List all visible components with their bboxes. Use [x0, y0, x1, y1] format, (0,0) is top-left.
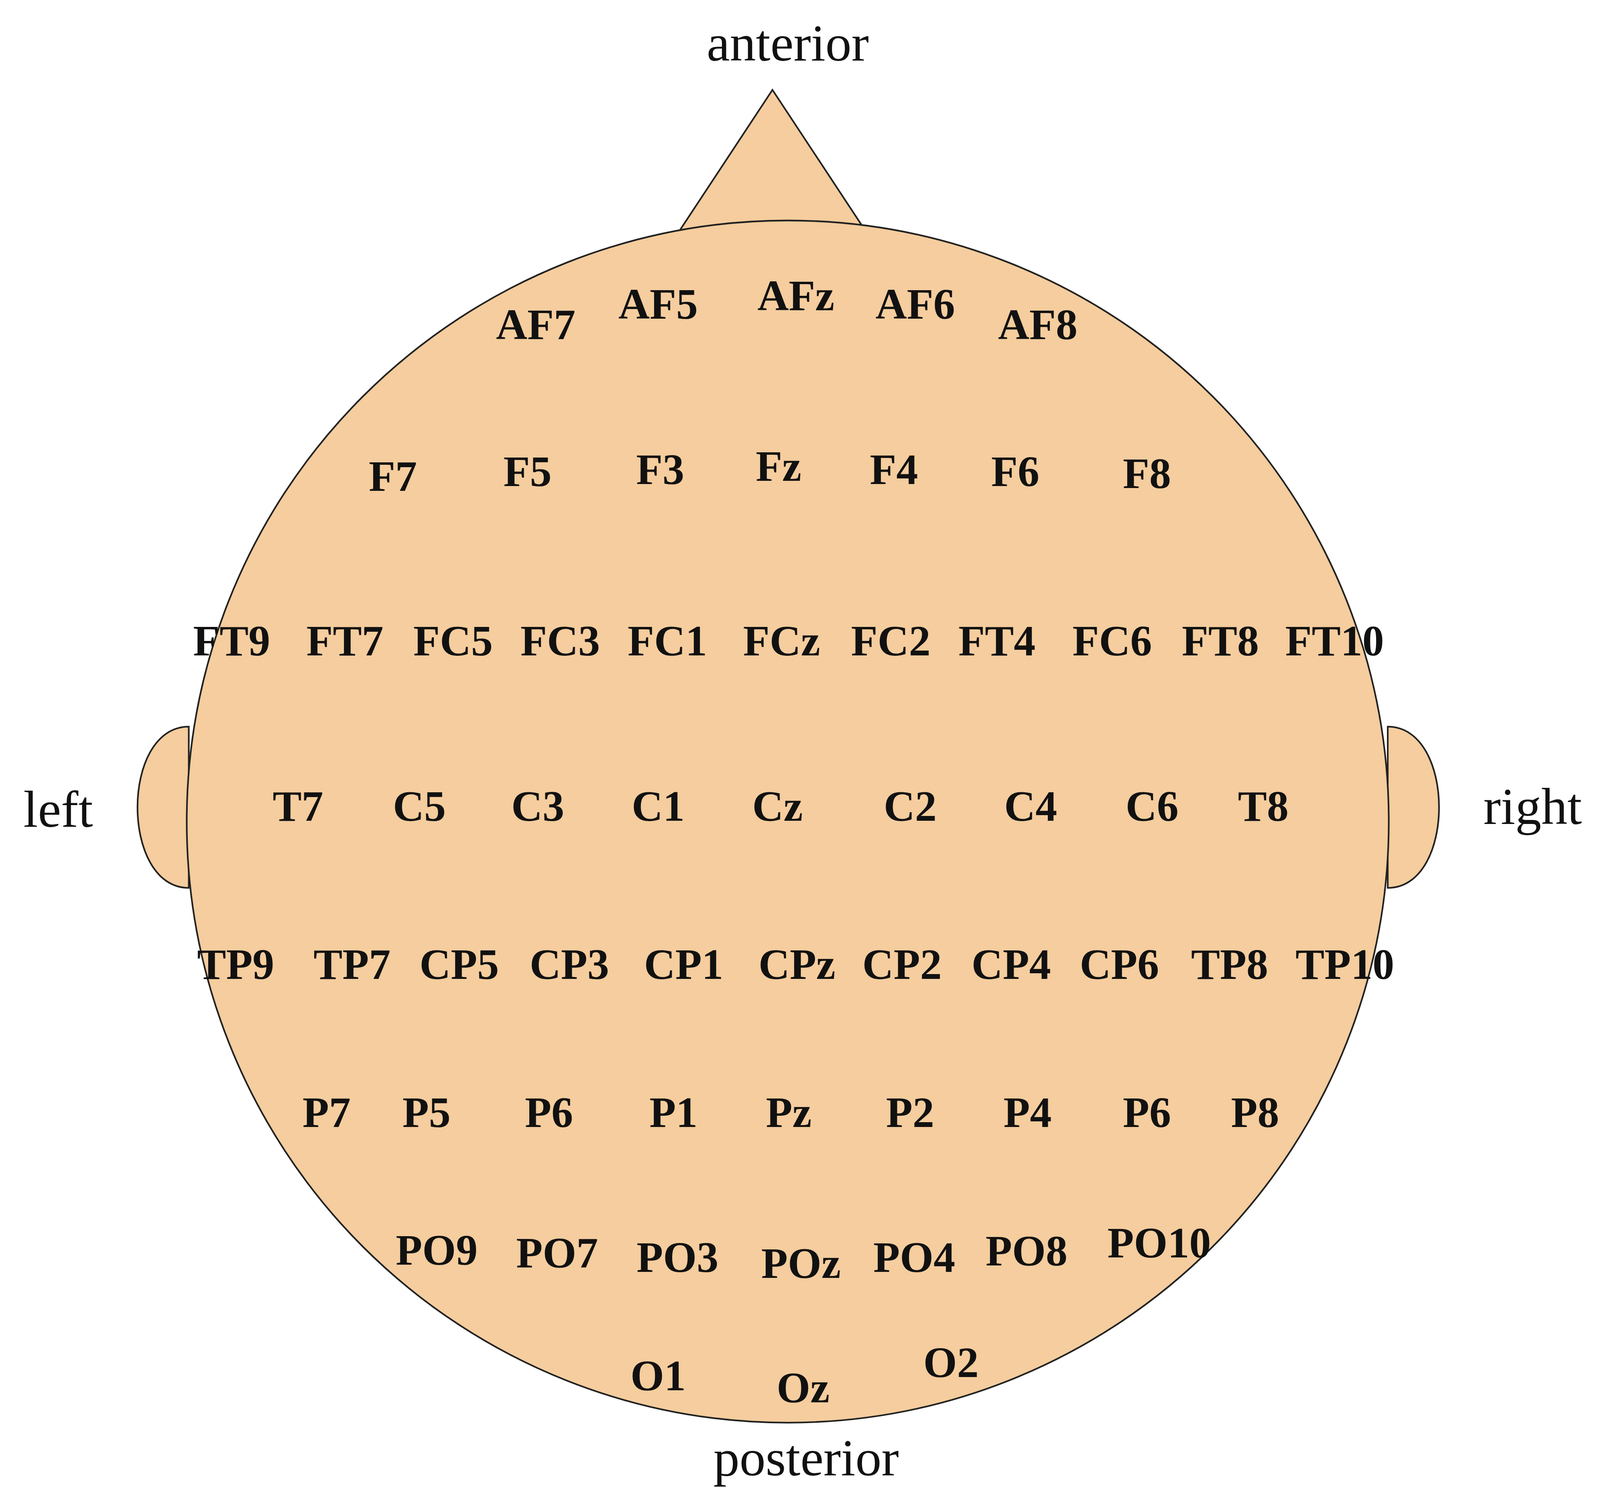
electrode-label: FCz	[743, 619, 821, 663]
electrode-label: FC3	[520, 619, 600, 663]
electrode-label: CP5	[419, 942, 499, 987]
electrode-label: T8	[1238, 784, 1289, 828]
electrode-label: P5	[402, 1090, 451, 1135]
electrode-label: P4	[1003, 1090, 1052, 1135]
direction-label: posterior	[713, 1431, 899, 1484]
electrode-label: FT8	[1181, 619, 1259, 663]
electrode-label: FT4	[958, 619, 1036, 663]
electrode-label: P8	[1231, 1090, 1280, 1135]
electrode-label: PO9	[395, 1228, 478, 1272]
electrode-label: CPz	[758, 942, 836, 987]
right-ear	[1387, 726, 1440, 889]
electrode-label: P7	[302, 1090, 351, 1135]
electrode-label: CP4	[971, 942, 1052, 987]
electrode-label: AFz	[757, 274, 835, 318]
electrode-label: TP10	[1295, 942, 1395, 987]
nose	[675, 89, 870, 237]
electrode-label: TP8	[1191, 942, 1269, 987]
electrode-label: F8	[1122, 451, 1172, 496]
electrode-label: C4	[1004, 784, 1058, 828]
electrode-label: P6	[524, 1090, 574, 1135]
electrode-label: C6	[1125, 784, 1179, 828]
electrode-label: F4	[869, 447, 918, 492]
electrode-label: AF8	[998, 302, 1078, 347]
electrode-label: AF6	[875, 282, 956, 326]
electrode-label: FC2	[851, 619, 931, 663]
electrode-label: POz	[761, 1241, 841, 1285]
electrode-label: O2	[923, 1340, 979, 1385]
electrode-label: TP9	[197, 942, 275, 987]
electrode-label: FT9	[193, 619, 271, 663]
electrode-label: PO4	[873, 1235, 956, 1279]
left-ear	[137, 726, 190, 889]
electrode-label: PO8	[985, 1229, 1068, 1273]
direction-label: right	[1483, 780, 1582, 833]
direction-label: anterior	[706, 16, 869, 70]
electrode-label: TP7	[313, 942, 391, 987]
electrode-label: Cz	[752, 784, 804, 828]
electrode-label: F6	[991, 449, 1040, 494]
electrode-label: CP2	[862, 942, 942, 987]
electrode-label: AF7	[496, 302, 576, 347]
electrode-label: C3	[511, 784, 565, 828]
electrode-label: CP1	[644, 942, 724, 987]
electrode-label: C1	[631, 784, 685, 828]
electrode-label: F5	[503, 449, 552, 494]
electrode-label: F7	[368, 454, 417, 499]
electrode-label: C2	[883, 784, 937, 828]
electrode-label: PO7	[516, 1231, 598, 1275]
electrode-label: CP6	[1079, 942, 1159, 987]
electrode-label: PO10	[1107, 1221, 1212, 1265]
electrode-label: Pz	[766, 1090, 812, 1135]
electrode-label: C5	[392, 784, 446, 828]
electrode-label: P1	[649, 1090, 698, 1135]
direction-label: left	[23, 782, 93, 836]
electrode-label: O1	[630, 1354, 686, 1398]
electrode-label: FC5	[413, 619, 493, 663]
electrode-label: FC6	[1072, 619, 1153, 663]
electrode-label: Oz	[776, 1366, 830, 1410]
electrode-label: P2	[886, 1090, 935, 1135]
electrode-label: Fz	[755, 444, 802, 488]
electrode-label: PO3	[636, 1235, 719, 1279]
electrode-label: AF5	[618, 282, 698, 326]
electrode-label: FC1	[627, 619, 708, 663]
electrode-label: P6	[1122, 1090, 1172, 1135]
electrode-label: FT10	[1285, 619, 1385, 663]
electrode-label: T7	[272, 784, 324, 828]
electrode-label: F3	[636, 447, 685, 492]
scalp	[186, 220, 1389, 1423]
electrode-label: CP3	[529, 942, 610, 987]
electrode-label: FT7	[306, 619, 384, 663]
